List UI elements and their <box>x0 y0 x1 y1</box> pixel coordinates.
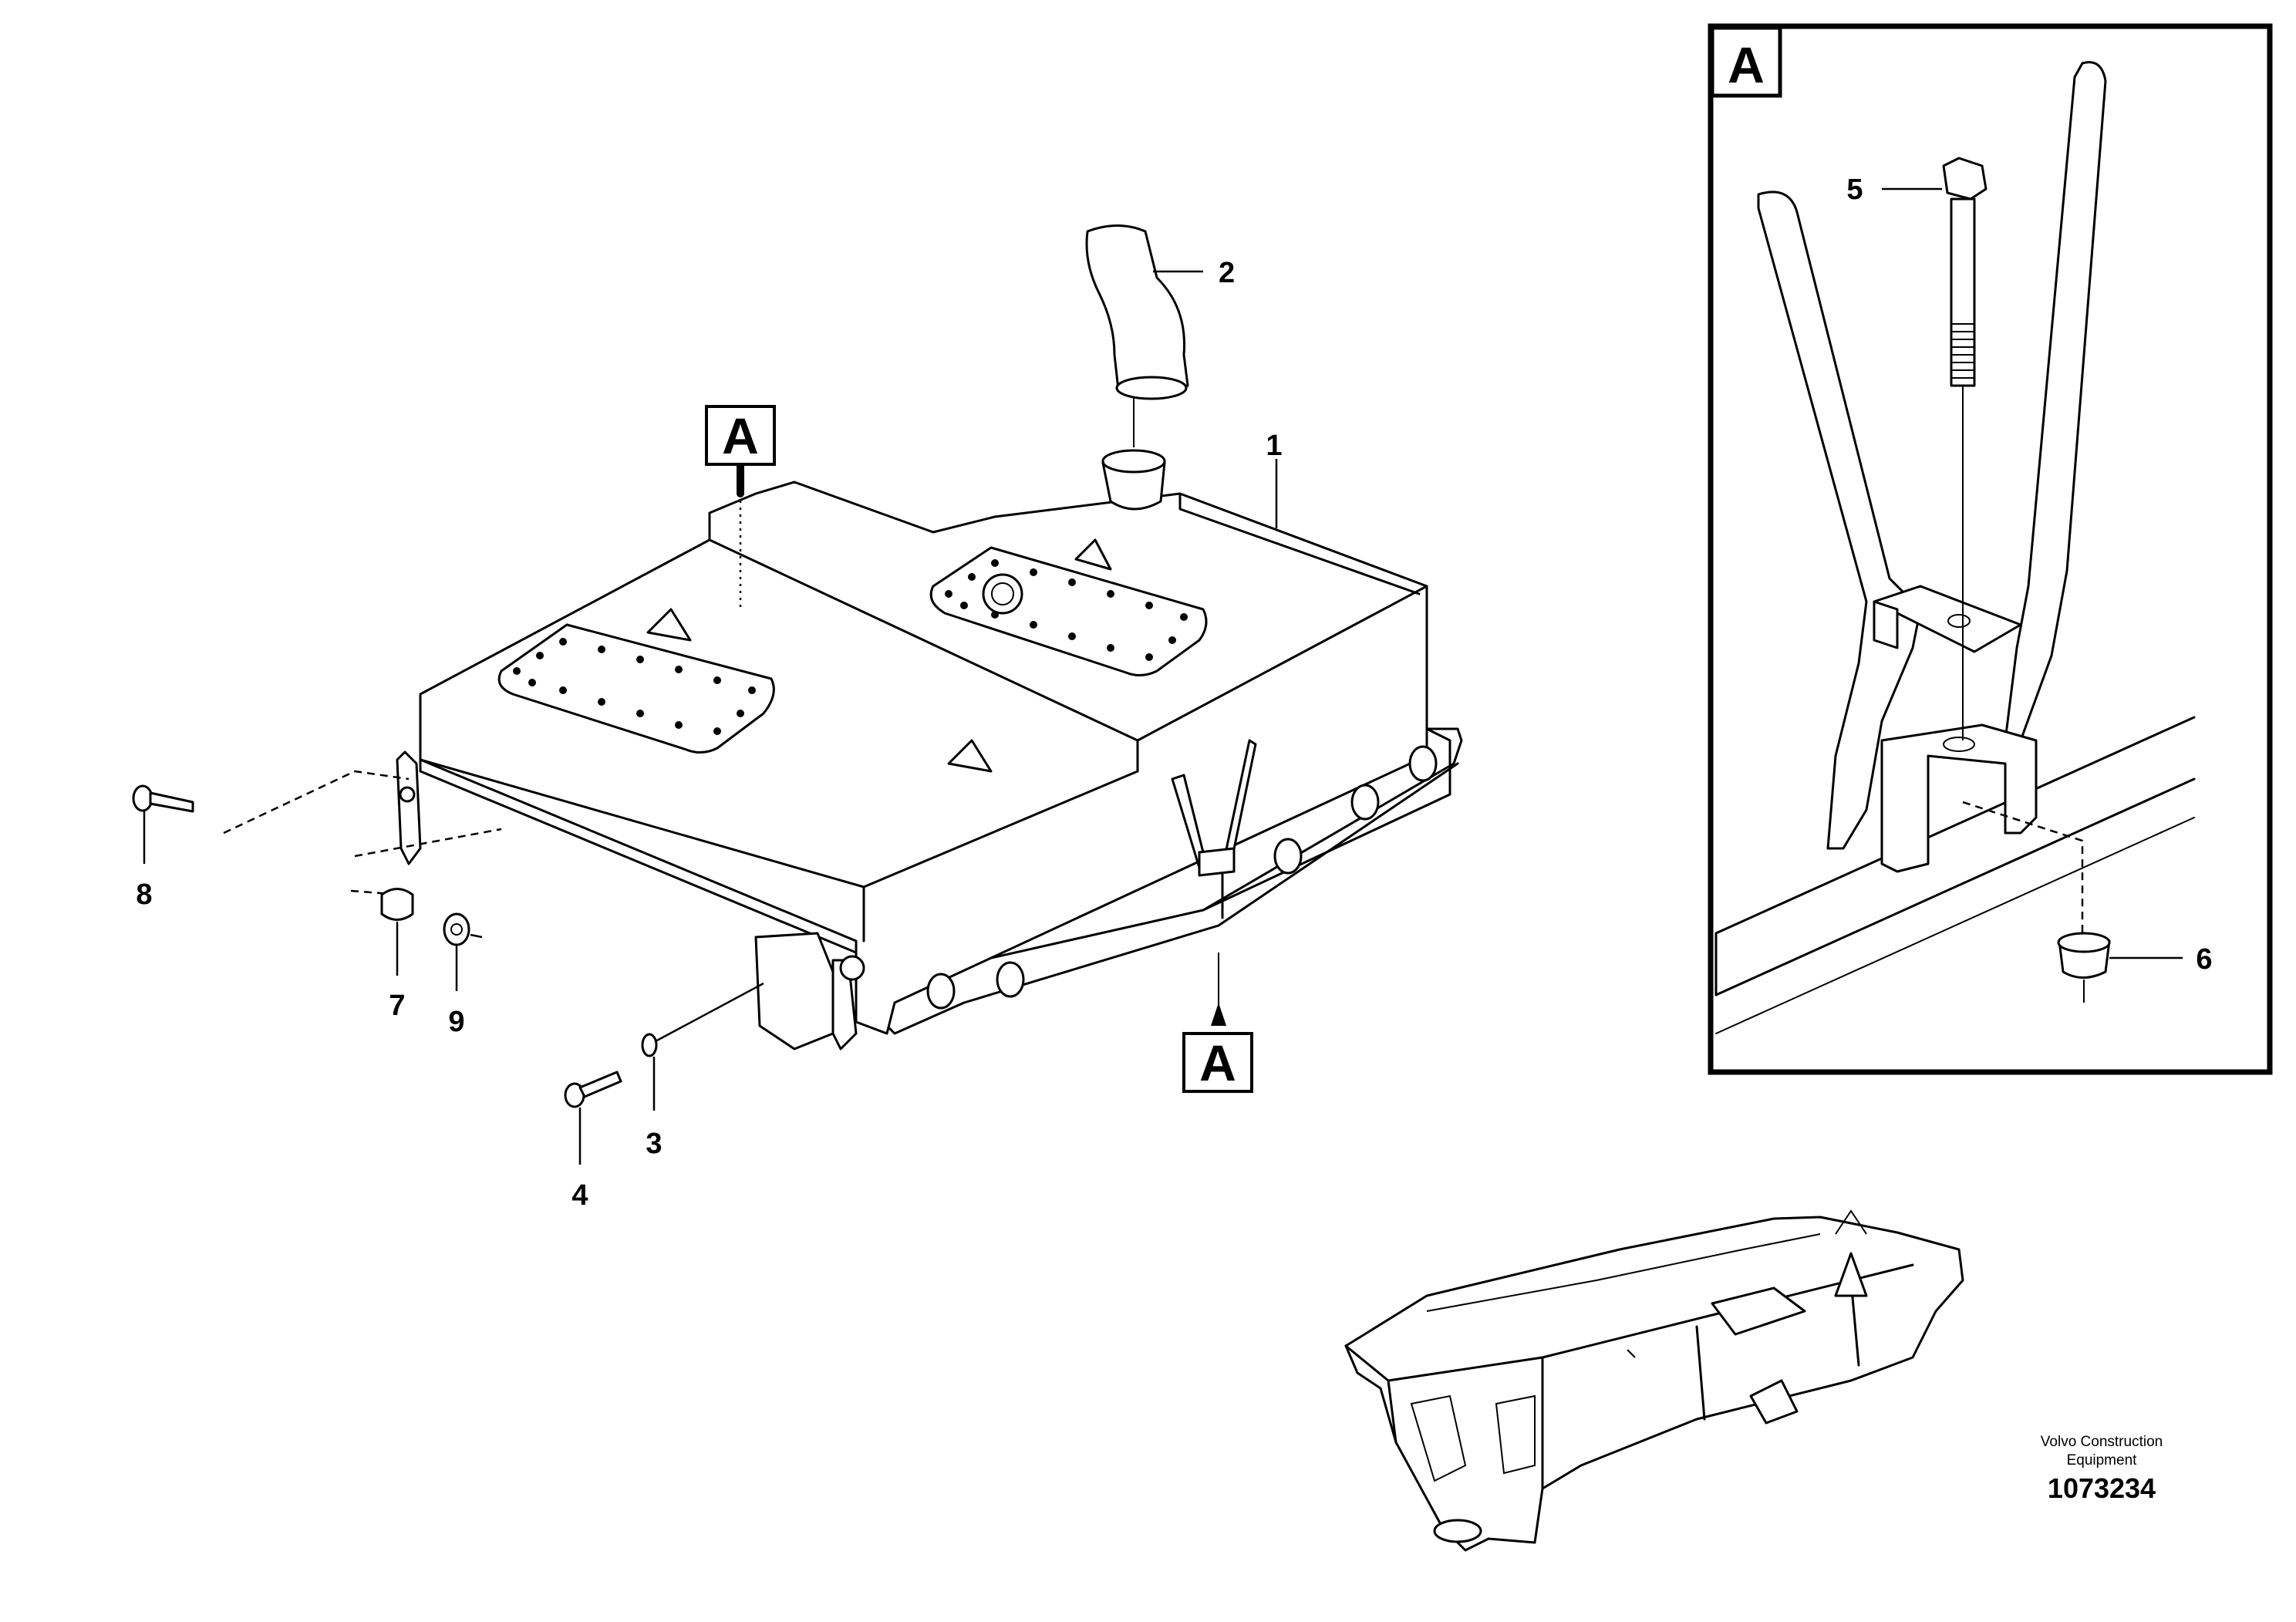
svg-text:3: 3 <box>646 1128 662 1160</box>
callout-5: 5 <box>1846 174 1942 206</box>
callout-8: 8 <box>136 811 153 911</box>
callout-2: 2 <box>1153 257 1235 289</box>
svg-text:4: 4 <box>571 1179 588 1212</box>
svg-text:7: 7 <box>389 990 405 1022</box>
callout-9: 9 <box>448 945 465 1038</box>
part-number: 1073234 <box>2048 1472 2156 1504</box>
svg-text:5: 5 <box>1846 174 1863 206</box>
detail-a-marker-bottom: A <box>1182 953 1253 1093</box>
detail-a-inset: A 5 <box>1708 23 2273 1075</box>
detail-a-label-bottom: A <box>1199 1034 1236 1091</box>
callout-1: 1 <box>1266 430 1283 528</box>
svg-text:1: 1 <box>1266 430 1282 462</box>
detail-a-marker-top: A <box>705 405 776 466</box>
loose-hardware <box>132 770 764 1108</box>
credit-line-2: Equipment <box>2067 1452 2138 1469</box>
credit-line-1: Volvo Construction <box>2041 1434 2163 1450</box>
callout-6: 6 <box>2109 943 2213 976</box>
fuel-tank-assembly <box>396 224 1463 1050</box>
callout-7: 7 <box>389 922 406 1022</box>
svg-text:2: 2 <box>1219 257 1235 289</box>
machine-frame-locator <box>1344 1209 1964 1552</box>
credit-block: Volvo Construction Equipment 1073234 <box>2041 1434 2163 1504</box>
callout-3: 3 <box>646 1057 663 1160</box>
detail-a-label-top: A <box>722 407 759 464</box>
svg-text:6: 6 <box>2196 943 2212 976</box>
svg-text:9: 9 <box>448 1006 464 1038</box>
callout-4: 4 <box>571 1108 588 1212</box>
svg-text:8: 8 <box>136 878 152 911</box>
detail-a-inset-label: A <box>1728 36 1765 93</box>
